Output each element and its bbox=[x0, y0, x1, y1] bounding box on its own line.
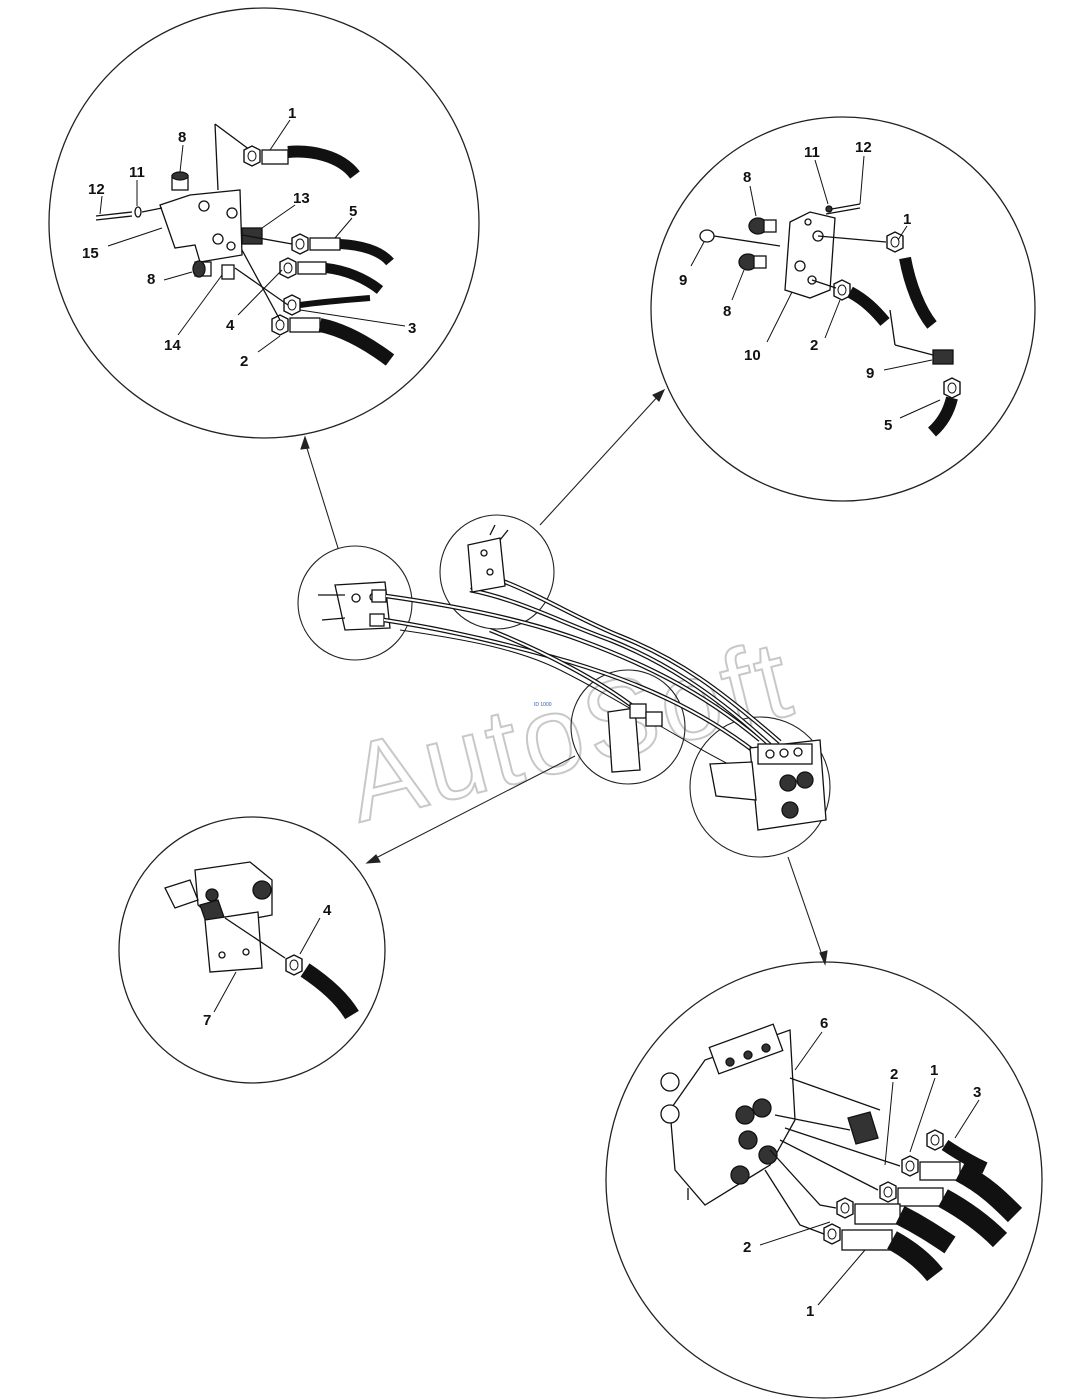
callout-label: 9 bbox=[679, 272, 687, 289]
callout-label: 2 bbox=[890, 1066, 898, 1083]
detail-top-right-callouts: 8 11 12 1 9 8 10 2 9 5 bbox=[679, 139, 911, 434]
watermark-text: AutoSoft bbox=[335, 616, 805, 845]
callout-label: 2 bbox=[240, 353, 248, 370]
callout-label: 5 bbox=[349, 203, 357, 220]
detail-circle-bottom-left bbox=[118, 816, 386, 1084]
callout-label: 15 bbox=[82, 245, 99, 262]
detail-bottom-right-callouts: 6 2 1 3 2 1 bbox=[743, 1015, 981, 1320]
callout-label: 2 bbox=[810, 337, 818, 354]
callout-label: 8 bbox=[178, 129, 186, 146]
detail-bottom-right-leaders bbox=[759, 1031, 980, 1306]
detail-bottom-left-callouts: 4 7 bbox=[203, 902, 332, 1029]
callout-circle-3 bbox=[570, 669, 686, 785]
watermark: AutoSoft bbox=[334, 615, 806, 846]
callout-label: 10 bbox=[744, 347, 761, 364]
detail-top-left-callouts: 1 8 11 12 13 5 15 8 14 4 3 2 bbox=[82, 105, 416, 370]
detail-bottom-right-drawing bbox=[660, 1023, 1023, 1282]
callout-label: 11 bbox=[804, 144, 820, 161]
callout-label: 12 bbox=[855, 139, 872, 156]
detail-top-right-drawing bbox=[699, 203, 961, 437]
callout-label: 6 bbox=[820, 1015, 828, 1032]
pointer-arrows bbox=[300, 388, 828, 966]
detail-top-left-leaders bbox=[99, 119, 406, 353]
tiny-mark: ID 1000 bbox=[534, 702, 552, 708]
detail-circle-top-right bbox=[650, 116, 1036, 502]
callout-label: 8 bbox=[743, 169, 751, 186]
callout-label: 3 bbox=[973, 1084, 981, 1101]
callout-circle-4 bbox=[689, 716, 831, 858]
callout-label: 14 bbox=[164, 337, 181, 354]
callout-circle-1 bbox=[297, 545, 413, 661]
callout-label: 8 bbox=[723, 303, 731, 320]
central-hose-assembly bbox=[318, 524, 827, 831]
callout-label: 11 bbox=[129, 164, 145, 181]
detail-top-left-drawing bbox=[95, 123, 395, 366]
callout-label: 1 bbox=[903, 211, 911, 228]
callout-label: 8 bbox=[147, 271, 155, 288]
callout-label: 1 bbox=[806, 1303, 814, 1320]
callout-label: 7 bbox=[203, 1012, 211, 1029]
detail-top-right-leaders bbox=[690, 155, 941, 419]
detail-bottom-left-drawing bbox=[164, 861, 359, 1020]
callout-circle-2 bbox=[439, 514, 555, 630]
callout-label: 2 bbox=[743, 1239, 751, 1256]
callout-label: 1 bbox=[288, 105, 296, 122]
callout-label: 3 bbox=[408, 320, 416, 337]
callout-label: 4 bbox=[226, 317, 235, 334]
callout-label: 5 bbox=[884, 417, 892, 434]
callout-label: 4 bbox=[323, 902, 332, 919]
callout-label: 12 bbox=[88, 181, 105, 198]
detail-circle-top-left bbox=[48, 7, 480, 439]
detail-bottom-left-leaders bbox=[213, 917, 321, 1013]
callout-label: 1 bbox=[930, 1062, 938, 1079]
callout-label: 9 bbox=[866, 365, 874, 382]
callout-label: 13 bbox=[293, 190, 310, 207]
